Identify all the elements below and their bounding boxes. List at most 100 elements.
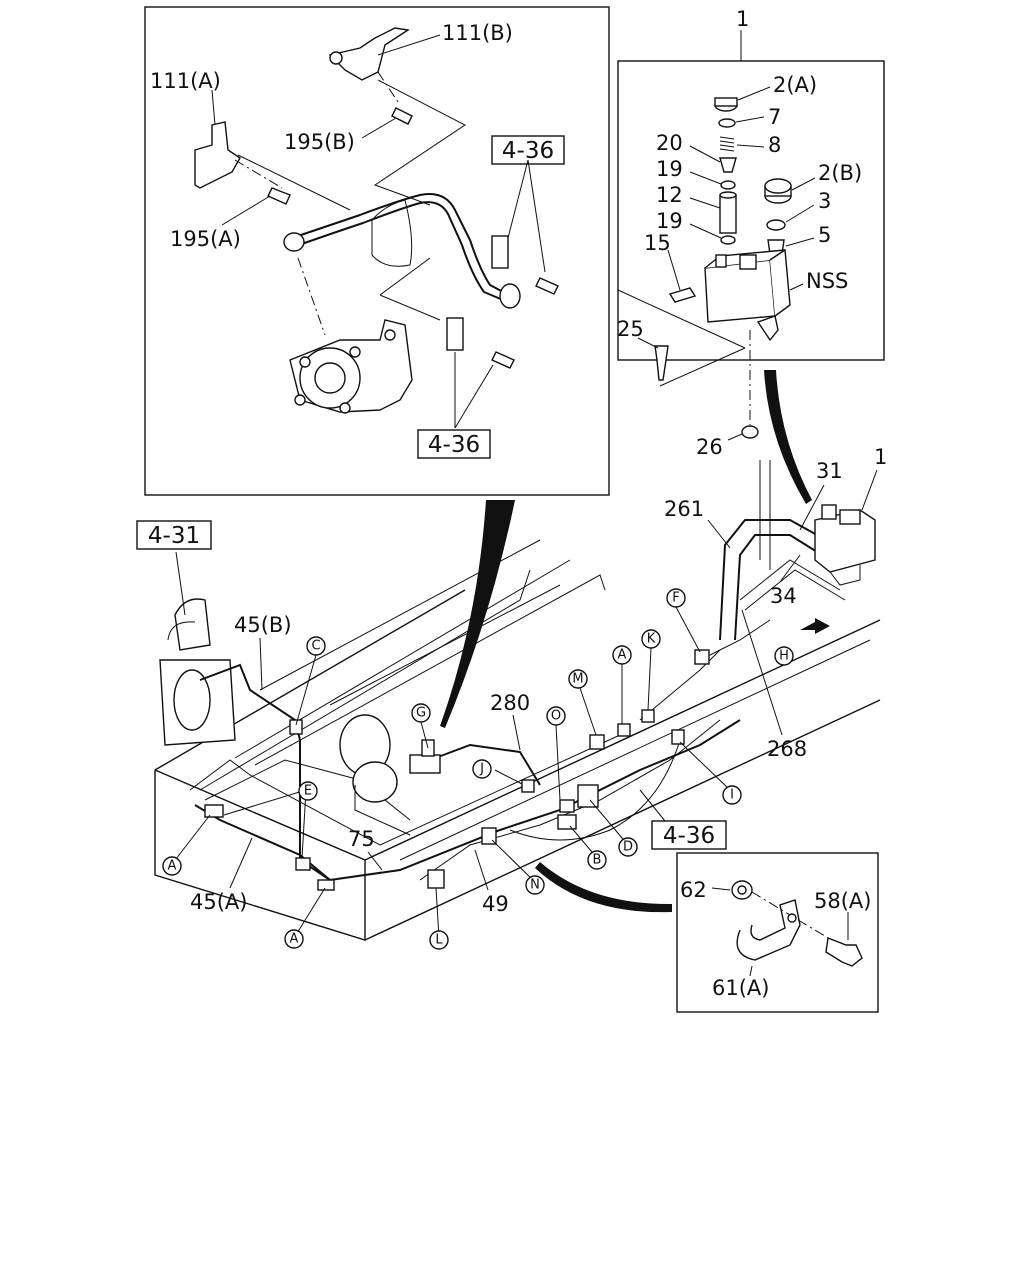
callout-l xyxy=(429,930,449,950)
ref-box-4-36-b xyxy=(417,429,491,459)
callout-a-upper-text: A xyxy=(618,648,627,663)
label-195b: 195(B) xyxy=(284,130,355,154)
callout-k-text: K xyxy=(647,632,656,647)
callout-b xyxy=(587,850,607,870)
clamp-lower xyxy=(446,317,464,351)
label-62: 62 xyxy=(680,878,707,902)
label-45b: 45(B) xyxy=(234,613,292,637)
power-steering-pump xyxy=(289,319,413,414)
clip-15 xyxy=(668,287,697,303)
inset-clamp-frame xyxy=(676,852,879,1013)
spring-8 xyxy=(719,136,735,152)
engine-mount-left xyxy=(159,598,236,746)
bracket-111a xyxy=(194,121,241,189)
label-12: 12 xyxy=(656,183,683,207)
inset-clamp-detail: 62 61(A) 58(A) xyxy=(676,852,879,1013)
ref-box-4-31 xyxy=(136,520,212,550)
label-2a: 2(A) xyxy=(773,73,817,97)
leader-arrow-inset1 xyxy=(440,500,515,728)
callout-d-text: D xyxy=(623,840,633,855)
clamp-a3 xyxy=(317,879,335,891)
label-15: 15 xyxy=(644,231,671,255)
clamp-a1 xyxy=(204,804,224,818)
ref-box-4-36-c xyxy=(651,820,727,850)
callout-j-text: J xyxy=(479,762,484,777)
inset-reservoir-frame xyxy=(617,60,885,361)
clamp-b xyxy=(557,814,577,830)
label-26: 26 xyxy=(696,435,723,459)
clamp-upper xyxy=(491,235,509,269)
pipe-280 xyxy=(429,743,541,786)
pipe-31 xyxy=(739,559,846,611)
inset-pump-frame xyxy=(144,6,610,496)
label-45a: 45(A) xyxy=(190,890,247,914)
oring-3 xyxy=(766,219,786,231)
nut-26 xyxy=(741,425,759,439)
label-31: 31 xyxy=(816,459,843,483)
leader-arrow-inset3 xyxy=(535,862,672,913)
filter-12 xyxy=(719,194,737,234)
label-49: 49 xyxy=(482,892,509,916)
clamp-f xyxy=(694,649,710,665)
pipe-268 xyxy=(639,649,721,721)
label-268: 268 xyxy=(767,737,807,761)
label-3: 3 xyxy=(818,189,831,213)
clamp-k xyxy=(641,709,655,723)
pipe-bend xyxy=(371,199,413,267)
label-195a: 195(A) xyxy=(170,227,241,251)
callout-c-text: C xyxy=(311,639,320,654)
valve-20 xyxy=(719,157,737,173)
callout-a-upper xyxy=(612,645,632,665)
callout-n xyxy=(525,875,545,895)
label-280: 280 xyxy=(490,691,530,715)
clamp-j xyxy=(521,779,535,793)
ref-4-31: 4-31 xyxy=(148,523,200,549)
reservoir-installed xyxy=(814,504,876,586)
clamp-l xyxy=(427,869,445,889)
label-19-upper: 19 xyxy=(656,157,683,181)
label-2b: 2(B) xyxy=(818,161,862,185)
callout-a-left xyxy=(162,856,182,876)
clamp-e xyxy=(295,857,311,871)
bracket-111b xyxy=(328,27,410,81)
callout-e-text: E xyxy=(304,784,312,799)
label-111b: 111(B) xyxy=(442,21,513,45)
oring-7 xyxy=(718,118,736,128)
clamp-c xyxy=(289,719,303,735)
inset-pump-detail: 4-36 4-36 111(B) 111(A) 195(B) 195(A) xyxy=(144,6,610,496)
bolt-195b xyxy=(391,107,413,125)
ref-4-36-c: 4-36 xyxy=(663,823,715,849)
callout-m-text: M xyxy=(572,672,583,687)
pipe-return xyxy=(509,739,681,841)
callout-l-text: L xyxy=(435,933,443,948)
label-58a: 58(A) xyxy=(814,889,871,913)
label-25: 25 xyxy=(617,317,644,341)
callout-e xyxy=(298,781,318,801)
callout-h-text: H xyxy=(779,649,789,664)
label-19-lower: 19 xyxy=(656,209,683,233)
callout-g xyxy=(411,703,431,723)
ref-4-36-a: 4-36 xyxy=(502,138,554,164)
callout-h xyxy=(774,646,794,666)
label-111a: 111(A) xyxy=(150,69,221,93)
label-75: 75 xyxy=(348,827,375,851)
callout-c xyxy=(306,636,326,656)
clamp-61a xyxy=(736,899,801,961)
callout-k xyxy=(641,629,661,649)
bolt-lower xyxy=(491,351,515,369)
bolt-25 xyxy=(654,345,669,381)
callout-a-left-text: A xyxy=(168,859,177,874)
oring-19-upper xyxy=(720,180,736,190)
oring-19-lower xyxy=(720,235,736,245)
fuel-filter-round xyxy=(339,714,411,836)
bolt-195a xyxy=(267,187,291,205)
label-nss: NSS xyxy=(806,269,848,293)
inset-reservoir-detail: 1 2(A) 7 8 20 19 12 19 xyxy=(617,7,885,387)
label-1-right: 1 xyxy=(874,445,887,469)
label-1-top: 1 xyxy=(736,7,749,31)
callout-m xyxy=(568,669,588,689)
label-20: 20 xyxy=(656,131,683,155)
clamp-d xyxy=(577,784,599,808)
clamp-a4 xyxy=(617,723,631,737)
